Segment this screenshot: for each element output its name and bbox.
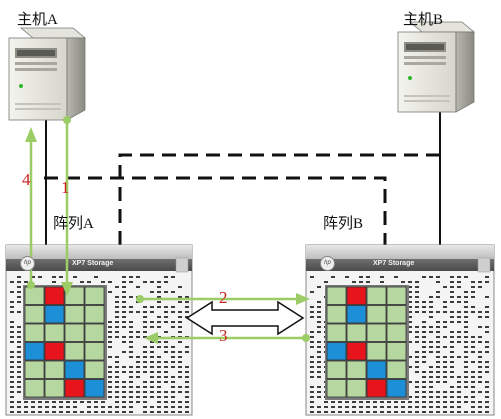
disk-cell [24,323,45,342]
network-link-dashed [44,153,440,245]
disk-cell [24,360,45,379]
step-2-arrow [136,293,310,305]
host-b-label: 主机B [403,12,444,28]
disk-cell [326,305,347,324]
disk-cell [84,360,105,379]
disk-cell [346,379,367,398]
server-icon [8,27,87,121]
disk-cell [326,342,347,361]
disk-cell [84,305,105,324]
disk-cell [24,379,45,398]
disk-cell [24,305,45,324]
disk-cell [366,360,387,379]
disk-cell [326,286,347,305]
step-1-number: 1 [61,178,70,197]
disk-cell [64,286,85,305]
disk-cell [44,286,65,305]
disk-grid [23,285,107,400]
disk-cell [44,360,65,379]
disk-cell [44,323,65,342]
disk-grid [325,285,409,400]
disk-cell [64,379,85,398]
disk-cell [84,323,105,342]
disk-cell [64,305,85,324]
array-a-label: 阵列A [53,216,94,232]
host-a-label: 主机A [17,12,58,28]
array-b-model: XP7 Storage [373,260,415,267]
disk-cell [346,286,367,305]
disk-cell [64,360,85,379]
disk-cell [386,305,407,324]
storage-array-a [5,244,193,416]
disk-cell [346,360,367,379]
disk-cell [366,323,387,342]
step-3-arrow [144,332,310,344]
disk-cell [366,379,387,398]
disk-cell [366,342,387,361]
disk-cell [346,342,367,361]
step-3-number: 3 [219,326,228,345]
disk-cell [326,379,347,398]
disk-cell [84,286,105,305]
disk-cell [386,360,407,379]
disk-cell [84,342,105,361]
array-b-label: 阵列B [323,216,364,232]
step-4-number: 4 [22,170,31,189]
disk-cell [386,379,407,398]
disk-cell [44,379,65,398]
array-a-model: XP7 Storage [72,260,114,267]
disk-cell [44,342,65,361]
disk-cell [24,286,45,305]
disk-cell [24,342,45,361]
hp-logo-icon: hp [320,256,335,271]
server-icon [397,21,476,113]
disk-cell [326,360,347,379]
disk-cell [64,342,85,361]
disk-cell [386,286,407,305]
disk-cell [386,323,407,342]
disk-cell [44,305,65,324]
disk-cell [346,323,367,342]
disk-cell [366,286,387,305]
disk-cell [366,305,387,324]
storage-array-b [305,244,495,416]
disk-cell [84,379,105,398]
step-2-number: 2 [219,288,228,307]
disk-cell [64,323,85,342]
disk-cell [346,305,367,324]
step-1-arrow [61,116,73,296]
hp-logo-icon: hp [20,256,35,271]
disk-cell [326,323,347,342]
disk-cell [386,342,407,361]
replication-double-arrow [185,300,305,336]
